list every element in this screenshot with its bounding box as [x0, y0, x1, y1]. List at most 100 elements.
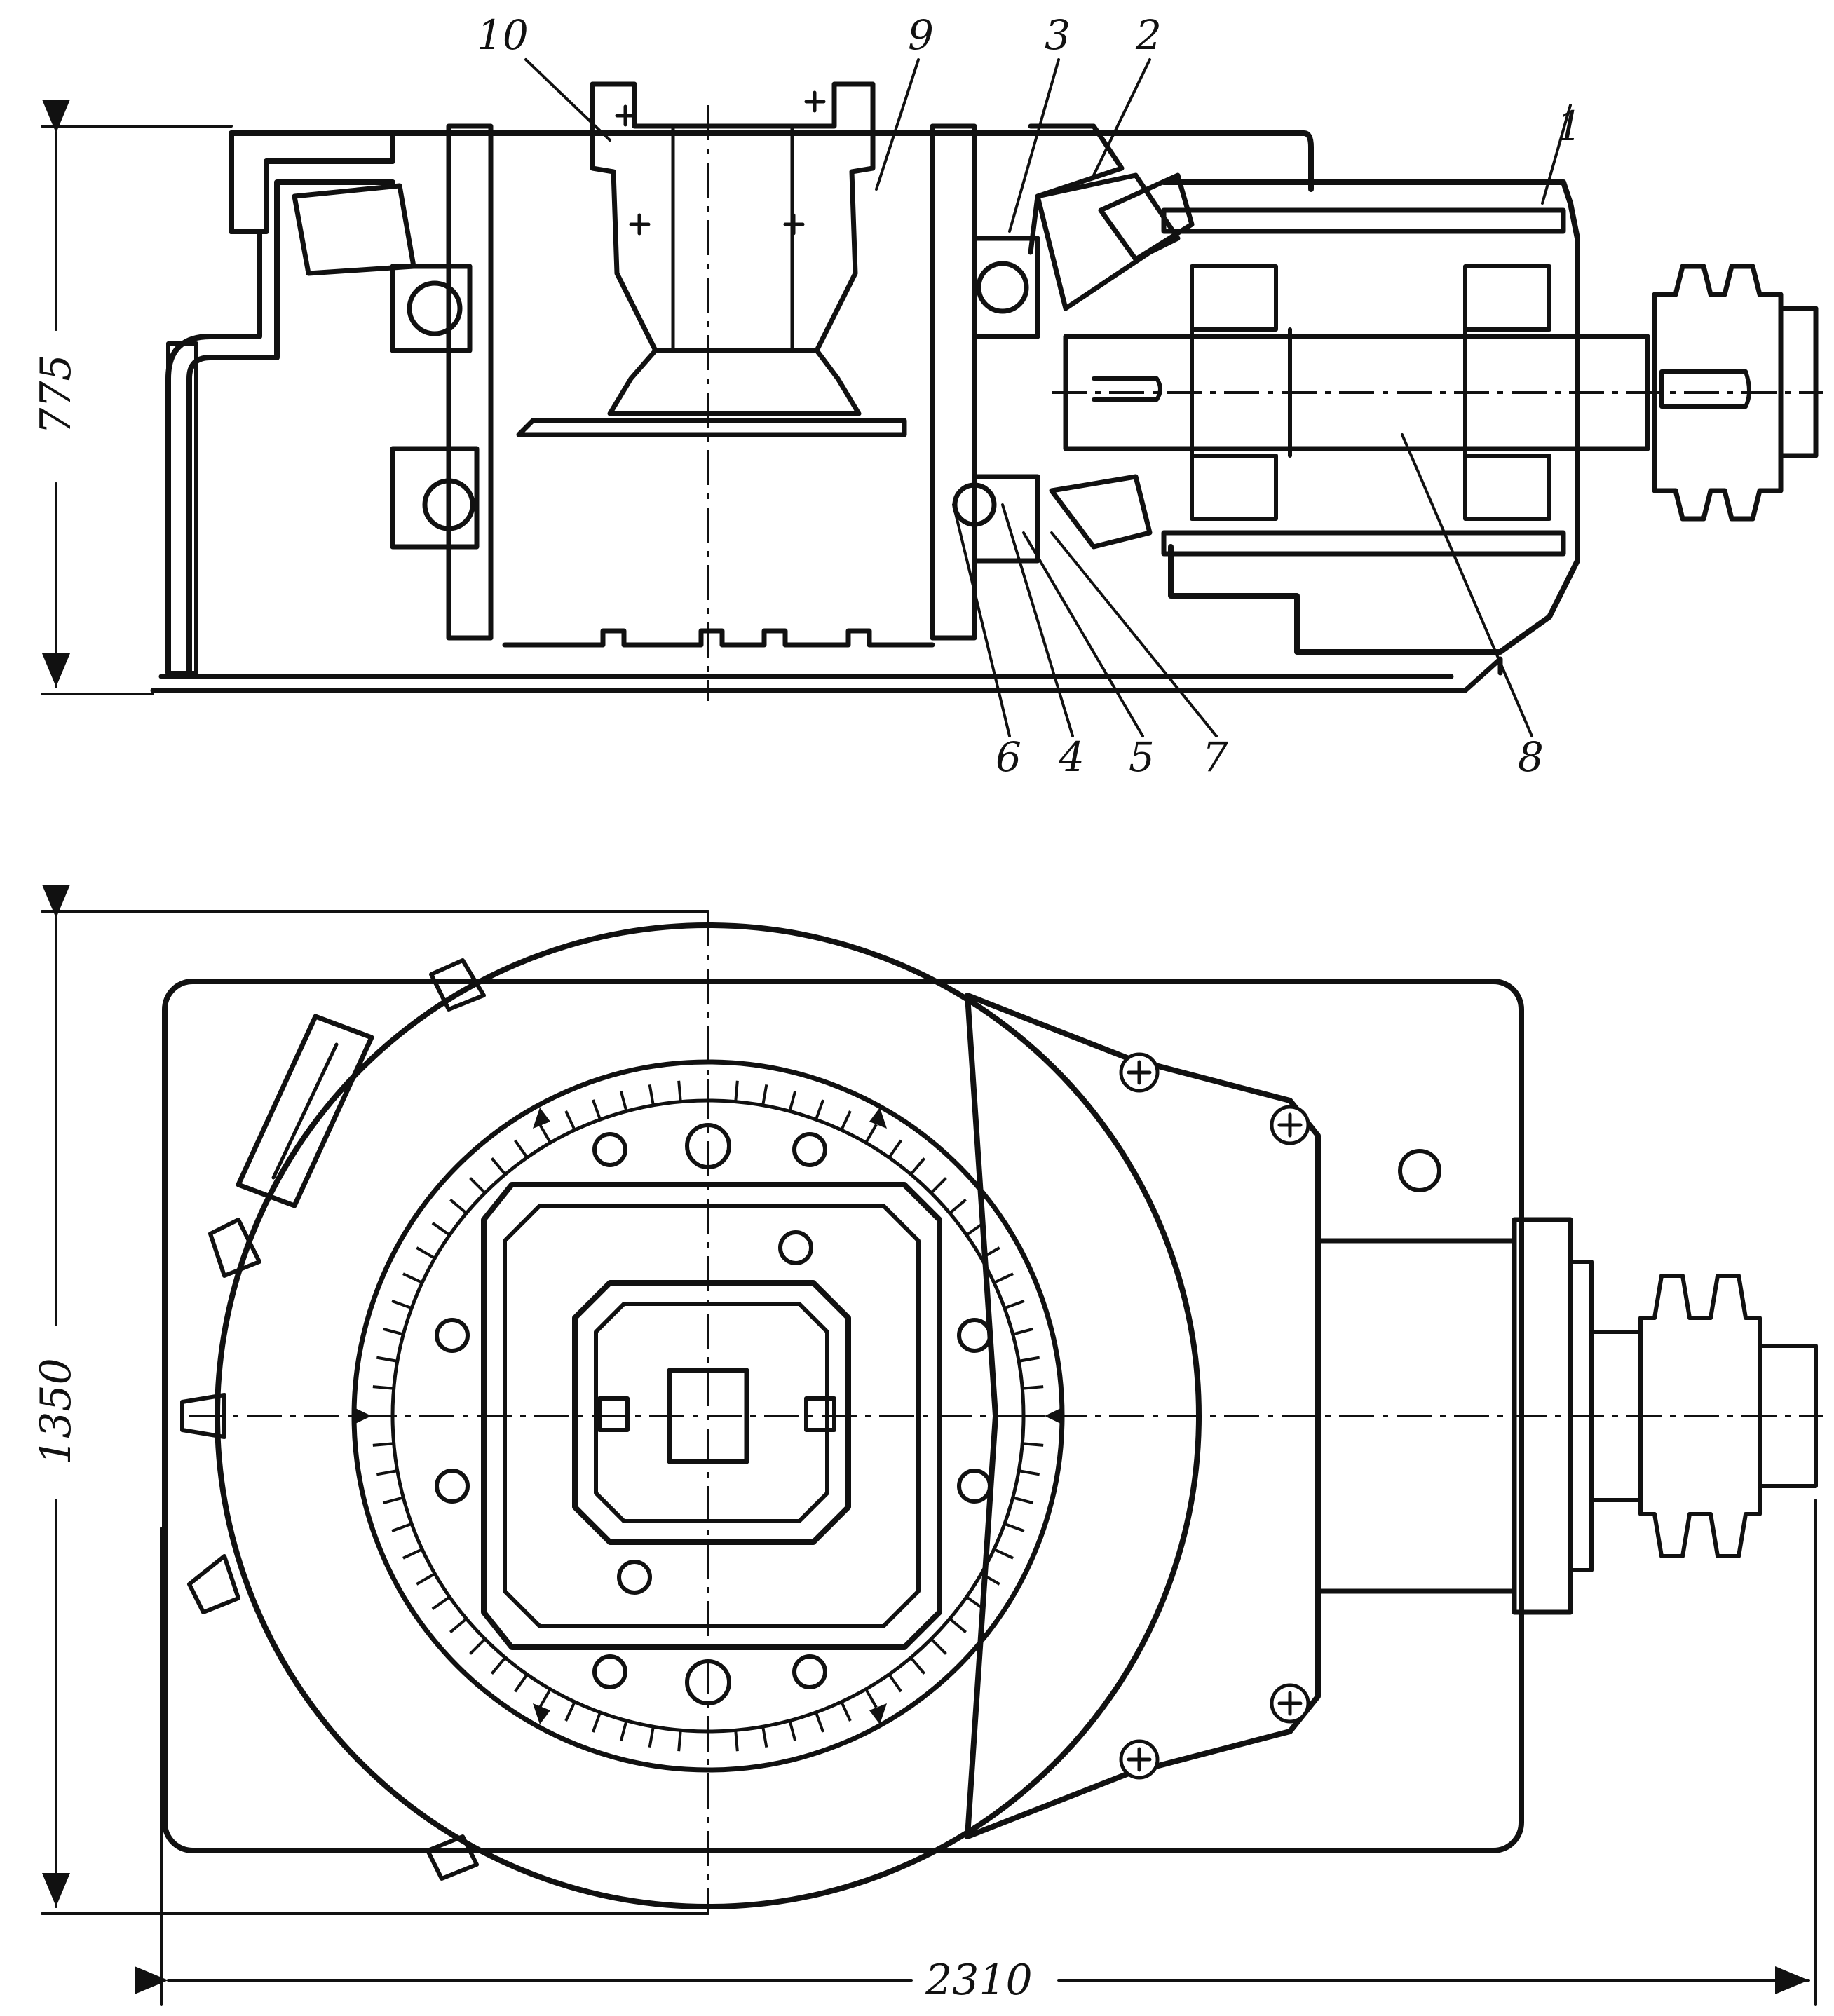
dim-1350-label: 1350	[32, 1358, 81, 1465]
callout-10: 10	[477, 11, 529, 59]
dial-tick	[677, 1730, 682, 1752]
base-plate	[150, 656, 1503, 693]
callout-4: 4	[1058, 733, 1085, 781]
dial-tick	[490, 1656, 507, 1675]
dial-tick	[431, 1595, 451, 1610]
section-view	[150, 81, 1823, 701]
bolt-holes	[435, 1123, 1441, 1705]
callout-3: 3	[1045, 11, 1071, 59]
callout-5: 5	[1129, 733, 1155, 781]
dial-tick	[648, 1726, 655, 1748]
dial-tick	[864, 1688, 878, 1708]
dial-tick	[431, 1222, 451, 1237]
callouts: 1 2 3 9 10 6 4 5 7 8	[477, 11, 1582, 781]
dial-tick	[840, 1110, 852, 1131]
dial-tick	[888, 1139, 902, 1159]
dial-tick	[980, 1572, 1000, 1586]
callout-7: 7	[1202, 733, 1228, 781]
screws	[1119, 1052, 1310, 1780]
dial-tick	[734, 1730, 739, 1752]
dial-tick	[490, 1157, 507, 1176]
dial-tick	[469, 1177, 487, 1194]
dim-2310-label: 2310	[925, 1956, 1033, 2005]
taper-bearing-right	[1463, 264, 1551, 521]
dial-tick	[564, 1110, 576, 1131]
dial-tick	[815, 1099, 825, 1120]
dial-tick	[840, 1701, 852, 1722]
dial-tick	[1022, 1385, 1044, 1390]
dial-tick	[372, 1442, 394, 1447]
dial-tick	[591, 1099, 602, 1120]
dial-tick	[1018, 1356, 1040, 1363]
taper-bearing-left	[1190, 264, 1278, 521]
dimension-1350: 1350	[32, 911, 709, 1914]
dial-tick	[1012, 1327, 1034, 1336]
clamp-lugs	[180, 958, 486, 1881]
dial-tick	[449, 1617, 468, 1634]
dial-tick	[376, 1469, 398, 1476]
dimension-2310: 2310	[161, 1499, 1816, 2005]
dial-tick	[1004, 1523, 1025, 1533]
dial-tick	[376, 1356, 398, 1363]
chuck-jaws	[590, 81, 876, 353]
dial-tick	[677, 1080, 682, 1102]
dial-tick	[993, 1548, 1014, 1560]
dial-tick	[449, 1198, 468, 1215]
dial-tick	[909, 1157, 926, 1176]
drive-shaft	[1063, 334, 1650, 451]
dial-tick	[416, 1246, 436, 1260]
bearing-ball	[407, 280, 463, 336]
dial-tick	[648, 1084, 655, 1106]
dial-tick	[965, 1595, 985, 1610]
dimension-775: 775	[32, 126, 233, 694]
dial-tick	[514, 1139, 529, 1159]
pulley-plan	[1638, 1274, 1762, 1558]
dial-tick	[538, 1124, 552, 1144]
locking-handle	[236, 1014, 374, 1208]
dial-tick	[1022, 1442, 1044, 1447]
dial-tick	[469, 1637, 487, 1655]
dial-tick	[815, 1712, 825, 1733]
dial-tick	[382, 1327, 404, 1336]
dial-tick	[888, 1673, 902, 1693]
dial-tick	[788, 1720, 797, 1742]
callout-2: 2	[1135, 11, 1162, 59]
callout-6: 6	[996, 733, 1021, 781]
dial-tick	[591, 1712, 602, 1733]
dial-tick	[1012, 1496, 1034, 1505]
dial-tick	[514, 1673, 529, 1693]
dial-tick	[993, 1272, 1014, 1284]
bevel-gear-2	[1035, 172, 1181, 311]
dim-775-label: 775	[32, 354, 81, 435]
pulley	[1652, 264, 1784, 522]
dial-tick	[538, 1688, 552, 1708]
dial-tick	[965, 1222, 985, 1237]
dial-tick	[788, 1090, 797, 1112]
dial-tick	[980, 1246, 1000, 1260]
dial-tick	[372, 1385, 394, 1390]
dial-scale	[372, 1079, 1045, 1752]
bevel-gear-left	[292, 183, 416, 276]
dial-tick	[949, 1617, 967, 1634]
dial-tick	[1018, 1469, 1040, 1476]
callout-9: 9	[908, 11, 934, 59]
dial-tick	[909, 1656, 926, 1675]
dial-tick	[619, 1090, 628, 1112]
dial-tick	[761, 1084, 768, 1106]
dial-tick	[391, 1299, 412, 1309]
dial-tick	[619, 1720, 628, 1742]
dial-tick	[949, 1198, 967, 1215]
dial-tick	[930, 1177, 947, 1194]
dial-tick	[402, 1272, 423, 1284]
dial-tick	[930, 1637, 947, 1655]
dial-tick	[734, 1080, 739, 1102]
dial-tick	[564, 1701, 576, 1722]
dial-tick	[391, 1523, 412, 1533]
dial-tick	[382, 1496, 404, 1505]
dial-tick	[402, 1548, 423, 1560]
dial-tick	[761, 1726, 768, 1748]
plan-view	[162, 911, 1823, 1914]
callout-8: 8	[1518, 733, 1544, 781]
dial-tick	[1004, 1299, 1025, 1309]
